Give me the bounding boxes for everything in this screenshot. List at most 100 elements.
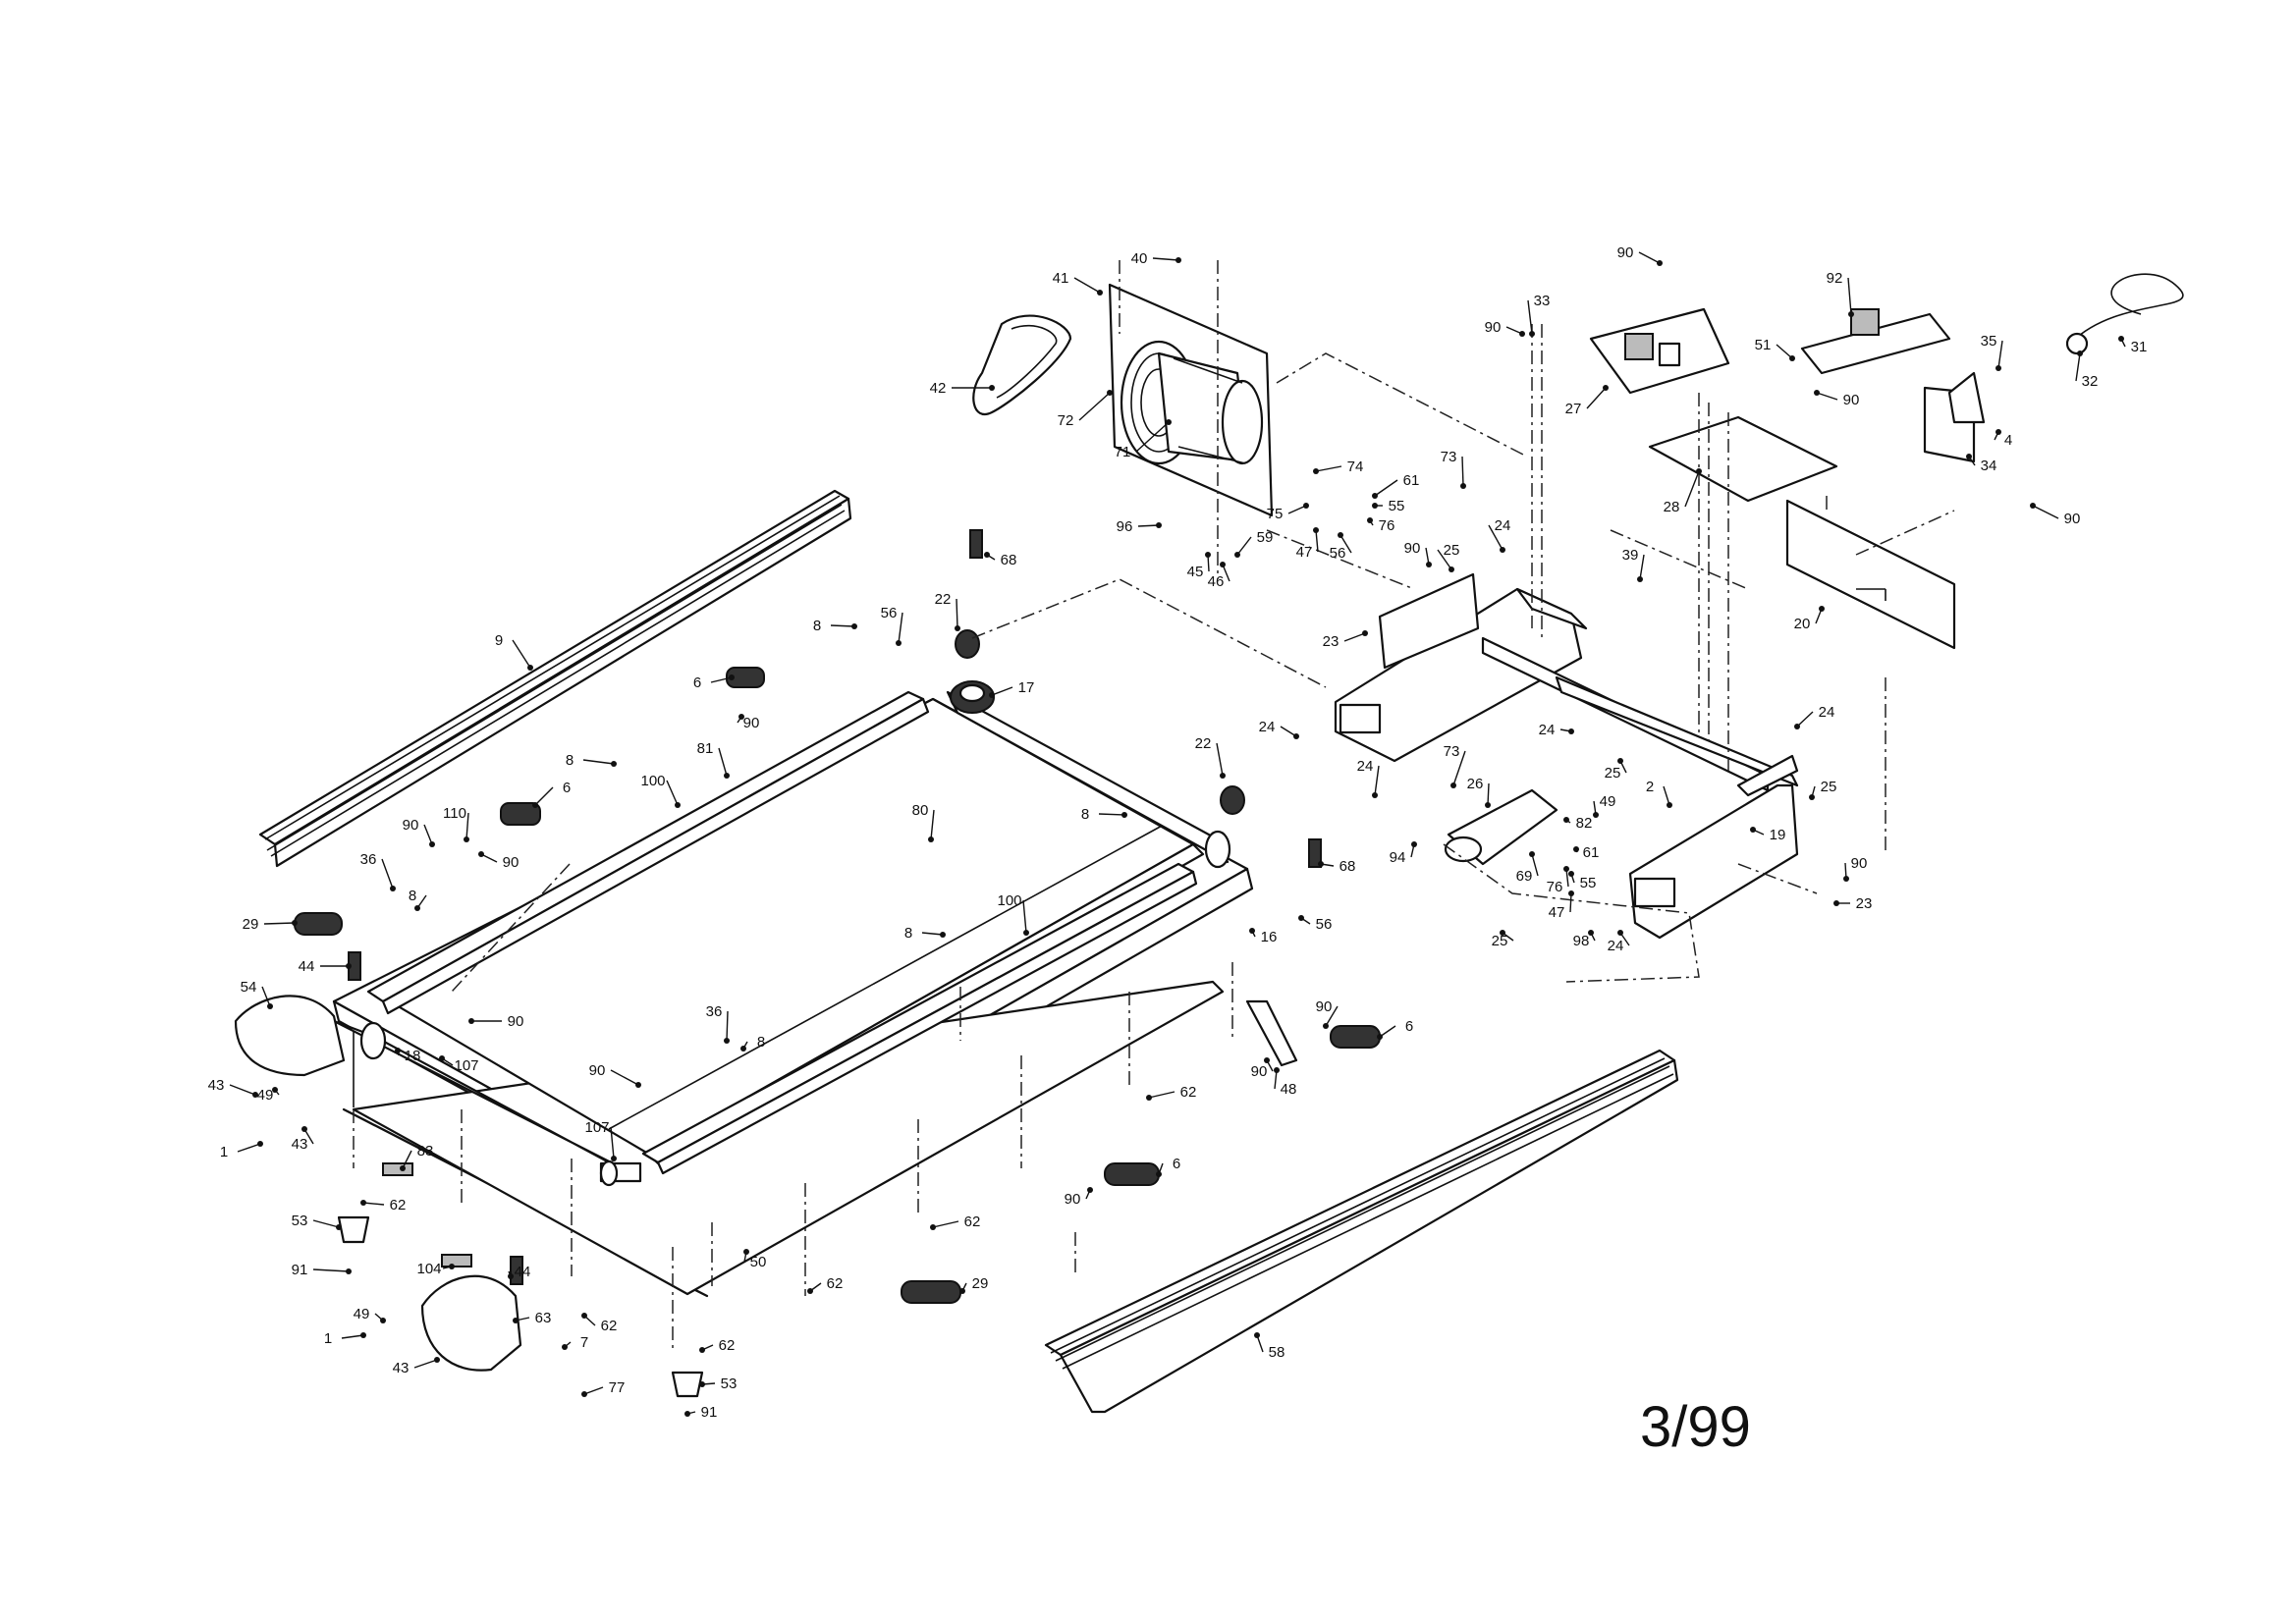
callout-leader-56 [898, 612, 903, 644]
callout-leader-27 [1586, 387, 1607, 409]
callout-anchor-23 [1362, 630, 1368, 636]
callout-anchor-4 [1995, 429, 2001, 435]
callout-leader-58 [1256, 1334, 1264, 1353]
callout-anchor-47 [1313, 527, 1319, 533]
callout-label-62: 62 [601, 1318, 618, 1334]
callout-label-19: 19 [1770, 827, 1786, 843]
callout-anchor-9 [527, 665, 533, 671]
callout-label-26: 26 [1467, 776, 1484, 792]
callout-label-90: 90 [1485, 319, 1502, 336]
hardware-pieces [234, 529, 1381, 1398]
callout-label-4: 4 [2004, 432, 2012, 449]
callout-leader-1 [237, 1143, 261, 1153]
callout-leader-56 [1339, 534, 1352, 554]
callout-leader-90 [1325, 1005, 1339, 1027]
callout-anchor-63 [513, 1318, 519, 1323]
callout-label-42: 42 [930, 380, 947, 397]
callout-label-6: 6 [693, 674, 701, 691]
callout-label-9: 9 [495, 632, 503, 649]
callout-anchor-28 [1696, 468, 1702, 474]
callout-label-51: 51 [1755, 337, 1772, 353]
callout-label-24: 24 [1608, 938, 1624, 954]
callout-anchor-16 [1249, 928, 1255, 934]
callout-leader-54 [261, 986, 271, 1007]
callout-label-43: 43 [393, 1360, 410, 1376]
callout-anchor-48 [1274, 1067, 1280, 1073]
callout-leader-8 [830, 624, 855, 627]
callout-label-24: 24 [1539, 722, 1556, 738]
callout-label-43: 43 [292, 1136, 308, 1153]
callout-anchor-73 [1450, 782, 1456, 788]
callout-anchor-22 [1220, 773, 1226, 779]
callout-label-22: 22 [1195, 735, 1212, 752]
callout-leader-53 [312, 1219, 340, 1228]
callout-label-90: 90 [1251, 1063, 1268, 1080]
callout-leader-90 [610, 1069, 639, 1086]
callout-label-6: 6 [1405, 1018, 1413, 1035]
callout-anchor-55 [1568, 871, 1574, 877]
callout-label-24: 24 [1819, 704, 1835, 721]
callout-anchor-62 [360, 1200, 366, 1206]
callout-label-90: 90 [2064, 511, 2081, 527]
callout-label-29: 29 [243, 916, 259, 933]
callout-leader-6 [534, 786, 554, 806]
callout-anchor-6 [532, 802, 538, 808]
callout-label-81: 81 [697, 740, 714, 757]
callout-label-90: 90 [1316, 998, 1333, 1015]
callout-label-31: 31 [2131, 339, 2148, 355]
transformer-board [1800, 308, 1951, 375]
callout-label-96: 96 [1117, 518, 1133, 535]
callout-anchor-8 [851, 623, 857, 629]
callout-label-62: 62 [719, 1337, 736, 1354]
callout-label-75: 75 [1267, 506, 1284, 522]
callout-label-39: 39 [1622, 547, 1639, 564]
callout-label-77: 77 [609, 1379, 626, 1396]
callout-anchor-45 [1205, 552, 1211, 558]
callout-label-35: 35 [1981, 333, 1997, 350]
callout-anchor-8 [740, 1046, 746, 1052]
callout-label-56: 56 [881, 605, 898, 621]
date-code: 3/99 [1640, 1395, 1751, 1459]
callout-anchor-1 [257, 1141, 263, 1147]
callout-label-82: 82 [1576, 815, 1593, 832]
callout-leader-59 [1236, 536, 1252, 556]
callout-anchor-61 [1372, 493, 1378, 499]
callout-leader-24 [1280, 726, 1297, 737]
callout-label-33: 33 [1534, 293, 1551, 309]
controller-board [1589, 307, 1730, 395]
callout-leader-51 [1776, 344, 1793, 359]
callout-label-49: 49 [354, 1306, 370, 1322]
callout-anchor-24 [1568, 728, 1574, 734]
edge-trim-right [641, 862, 1198, 1175]
callout-label-63: 63 [535, 1310, 552, 1326]
callout-anchor-75 [1303, 503, 1309, 509]
callout-leader-91 [312, 1268, 350, 1272]
rear-end-cap-left [599, 1160, 642, 1187]
callout-leader-46 [1222, 564, 1230, 582]
callout-leader-1 [341, 1334, 364, 1339]
callout-label-91: 91 [292, 1262, 308, 1278]
callout-anchor-25 [1809, 794, 1815, 800]
callout-label-61: 61 [1403, 472, 1420, 489]
callout-leader-92 [1847, 277, 1852, 315]
callout-label-24: 24 [1259, 719, 1276, 735]
callout-label-90: 90 [589, 1062, 606, 1079]
callout-label-40: 40 [1131, 250, 1148, 267]
edge-trim-left [366, 690, 930, 1015]
callout-anchor-51 [1789, 355, 1795, 361]
idler-pulley-upper [955, 629, 980, 659]
callout-anchor-94 [1411, 841, 1417, 847]
callout-label-8: 8 [1081, 806, 1089, 823]
callout-label-83: 83 [417, 1143, 434, 1160]
callout-leader-71 [1135, 421, 1170, 453]
callout-leader-33 [1527, 299, 1533, 335]
callout-leader-32 [2075, 352, 2081, 382]
callout-label-20: 20 [1794, 616, 1811, 632]
callout-leader-110 [465, 812, 469, 840]
callout-anchor-77 [581, 1391, 587, 1397]
front-pulley [950, 680, 995, 714]
callout-anchor-68 [984, 552, 990, 558]
callout-label-100: 100 [997, 892, 1021, 909]
callout-label-94: 94 [1390, 849, 1406, 866]
callout-anchor-36 [390, 886, 396, 891]
